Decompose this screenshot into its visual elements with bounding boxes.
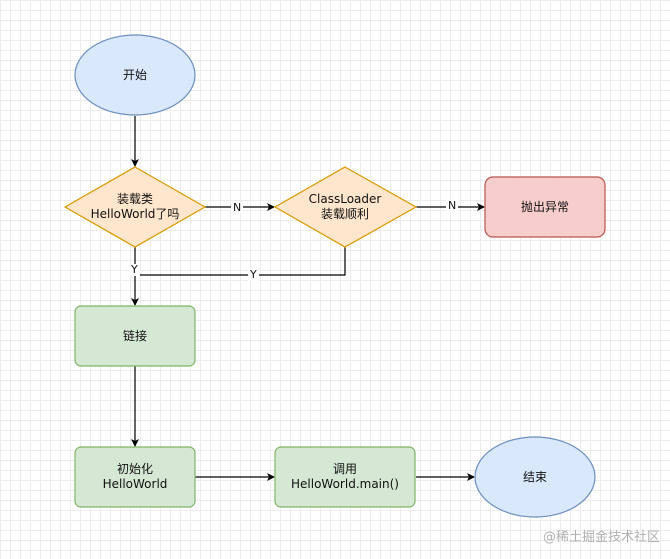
edge-label-load-no: N: [446, 199, 459, 212]
invoke-node: [274, 446, 416, 508]
edge-load-to-link: [135, 247, 346, 276]
check-loaded-label: 装载类 HelloWorld了吗: [90, 192, 180, 221]
link-node: [74, 305, 196, 367]
watermark: @稀土掘金技术社区: [542, 530, 660, 545]
throw-error-label: 抛出异常: [520, 199, 569, 214]
end-node: [474, 436, 596, 518]
edge-label-load-yes: Y: [248, 268, 259, 281]
start-label: 开始: [122, 67, 147, 82]
decision-load-class: [273, 166, 418, 248]
link-label: 链接: [122, 328, 147, 343]
init-label: 初始化 HelloWorld: [102, 462, 168, 491]
throw-error-node: [484, 176, 606, 238]
invoke-label: 调用 HelloWorld.main(): [291, 462, 399, 491]
init-node: [74, 446, 196, 508]
edge-label-check-yes: Y: [129, 263, 140, 276]
end-label: 结束: [522, 469, 547, 484]
decision-check-loaded: [63, 166, 207, 248]
load-class-label: ClassLoader 装载顺利: [308, 192, 382, 221]
start-node: [74, 34, 196, 116]
edge-label-check-no: N: [231, 201, 244, 214]
